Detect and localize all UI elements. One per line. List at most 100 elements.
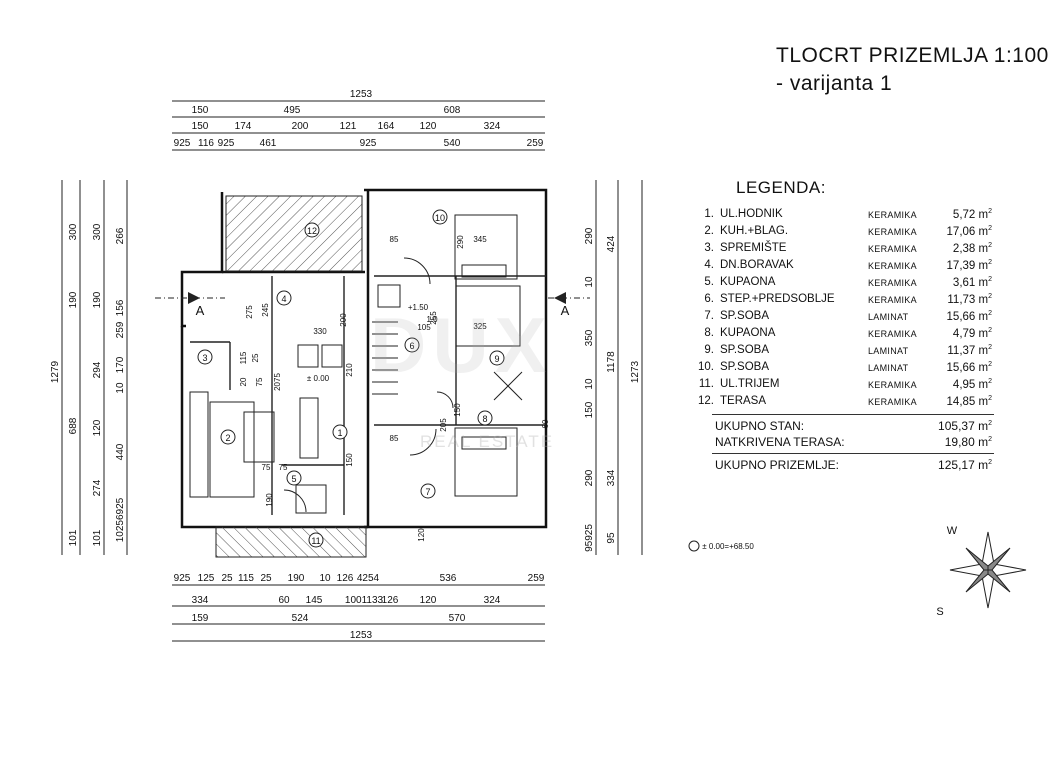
dimension-label: 25 [221, 573, 233, 584]
dimension-label: 170 [115, 356, 126, 373]
inner-dimension: 245 [261, 303, 270, 317]
room-number: 2 [225, 433, 230, 443]
legend-number: 11. [698, 378, 714, 390]
furniture [189, 284, 401, 514]
room-number: 12 [307, 226, 317, 236]
dimension-label: 101 [68, 529, 79, 546]
dimension-label: 536 [440, 573, 457, 584]
inner-dimension: 25 [251, 353, 260, 362]
total-label: NATKRIVENA TERASA: [715, 435, 845, 449]
legend-area: 11,37 m2 [947, 344, 992, 357]
beds [454, 214, 521, 497]
legend-area: 3,61 m2 [952, 276, 992, 289]
legend-heading: LEGENDA: [736, 178, 826, 197]
inner-dimension: 105 [417, 323, 431, 332]
inner-dimension: 255 [429, 311, 438, 325]
legend-room-name: KUH.+BLAG. [720, 225, 789, 237]
inner-dimension: 150 [453, 403, 462, 417]
legend-number: 6. [704, 293, 714, 305]
dimension-label: 190 [68, 291, 79, 308]
dimension-label: 150 [584, 401, 595, 418]
total-covered-terrace: NATKRIVENA TERASA: 19,80 m2 [690, 435, 1010, 451]
dimension-label: 120 [92, 419, 103, 436]
room-circles [197, 209, 505, 548]
dimension-label: 174 [235, 121, 252, 132]
terrace-hatch [225, 195, 363, 272]
dimension-label: 259 [115, 321, 126, 338]
dimension-label: 1253 [350, 89, 373, 100]
dimension-label: 120 [420, 121, 437, 132]
left-dimension-lines [61, 180, 128, 555]
dimension-label: 190 [288, 573, 305, 584]
legend-area: 15,66 m2 [946, 310, 992, 323]
legend-material: KERAMIKA [868, 397, 917, 407]
inner-dimension: 275 [245, 305, 254, 319]
dimension-label: 1273 [630, 360, 641, 383]
legend-material: KERAMIKA [868, 227, 917, 237]
dimension-label: 10 [115, 382, 126, 394]
dimension-label: 1279 [50, 360, 61, 383]
dimension-label: 300 [68, 223, 79, 240]
compass-letter: S [936, 606, 943, 618]
dimension-label: 461 [260, 138, 277, 149]
inner-dimension: 205 [439, 418, 448, 432]
dimension-label: 159 [192, 613, 209, 624]
section-label: A [196, 303, 205, 318]
level-mark: +1.50 [408, 303, 429, 312]
dimension-label: 688 [68, 417, 79, 434]
dimension-label: 156 [115, 299, 126, 316]
dimension-label: 95925 [584, 524, 595, 552]
inner-dimension: 75 [262, 463, 271, 472]
legend-area: 14,85 m2 [946, 395, 992, 408]
inner-dimension: 75 [255, 377, 264, 386]
legend-area: 4,79 m2 [952, 327, 992, 340]
legend-material: KERAMIKA [868, 329, 917, 339]
total-label: UKUPNO PRIZEMLJE: [715, 458, 840, 472]
total-ground-floor: UKUPNO PRIZEMLJE: 125,17 m2 [690, 458, 1010, 474]
dimension-label: 1253 [350, 630, 373, 641]
legend-material: KERAMIKA [868, 295, 917, 305]
dimension-label: 324 [484, 121, 501, 132]
section-label: A [561, 303, 570, 318]
legend-room-name: KUPAONA [720, 327, 776, 339]
inner-dimension: 20 [239, 377, 248, 386]
legend-room-name: TERASA [720, 395, 767, 407]
legend-number: 1. [704, 208, 714, 220]
dimension-label: 540 [444, 138, 461, 149]
dimension-label: 259 [527, 138, 544, 149]
room-number: 10 [435, 213, 445, 223]
legend-number: 9. [704, 344, 714, 356]
legend-room-name: UL.TRIJEM [720, 378, 780, 390]
dimension-label: 925 [174, 138, 191, 149]
inner-dimension: 85 [390, 235, 399, 244]
site-level: ± 0.00=+68.50 [702, 542, 754, 551]
dimension-label: 126 [337, 573, 354, 584]
inner-dimension: 115 [239, 351, 248, 364]
inner-dimension: 120 [417, 528, 426, 542]
total-apartment: UKUPNO STAN: 105,37 m2 [690, 419, 1010, 435]
watermark-subtitle: REAL ESTATE [420, 432, 555, 451]
legend-divider [712, 453, 994, 454]
dimension-label: 608 [444, 105, 461, 116]
legend-material: LAMINAT [868, 312, 909, 322]
legend-area: 17,39 m2 [946, 259, 992, 272]
legend-material: KERAMIKA [868, 244, 917, 254]
inner-dimension: 210 [345, 363, 354, 377]
legend-area: 11,73 m2 [947, 293, 992, 306]
legend-number: 7. [704, 310, 714, 322]
inner-dimension: 325 [473, 322, 487, 331]
dimension-label: 1178 [606, 351, 617, 373]
legend-number: 4. [704, 259, 714, 271]
dimension-label: 95 [606, 532, 617, 544]
plan-subtitle: - varijanta 1 [776, 72, 893, 95]
legend-number: 5. [704, 276, 714, 288]
inner-dimension: 190 [265, 493, 274, 507]
dimension-label: 120 [420, 595, 437, 606]
